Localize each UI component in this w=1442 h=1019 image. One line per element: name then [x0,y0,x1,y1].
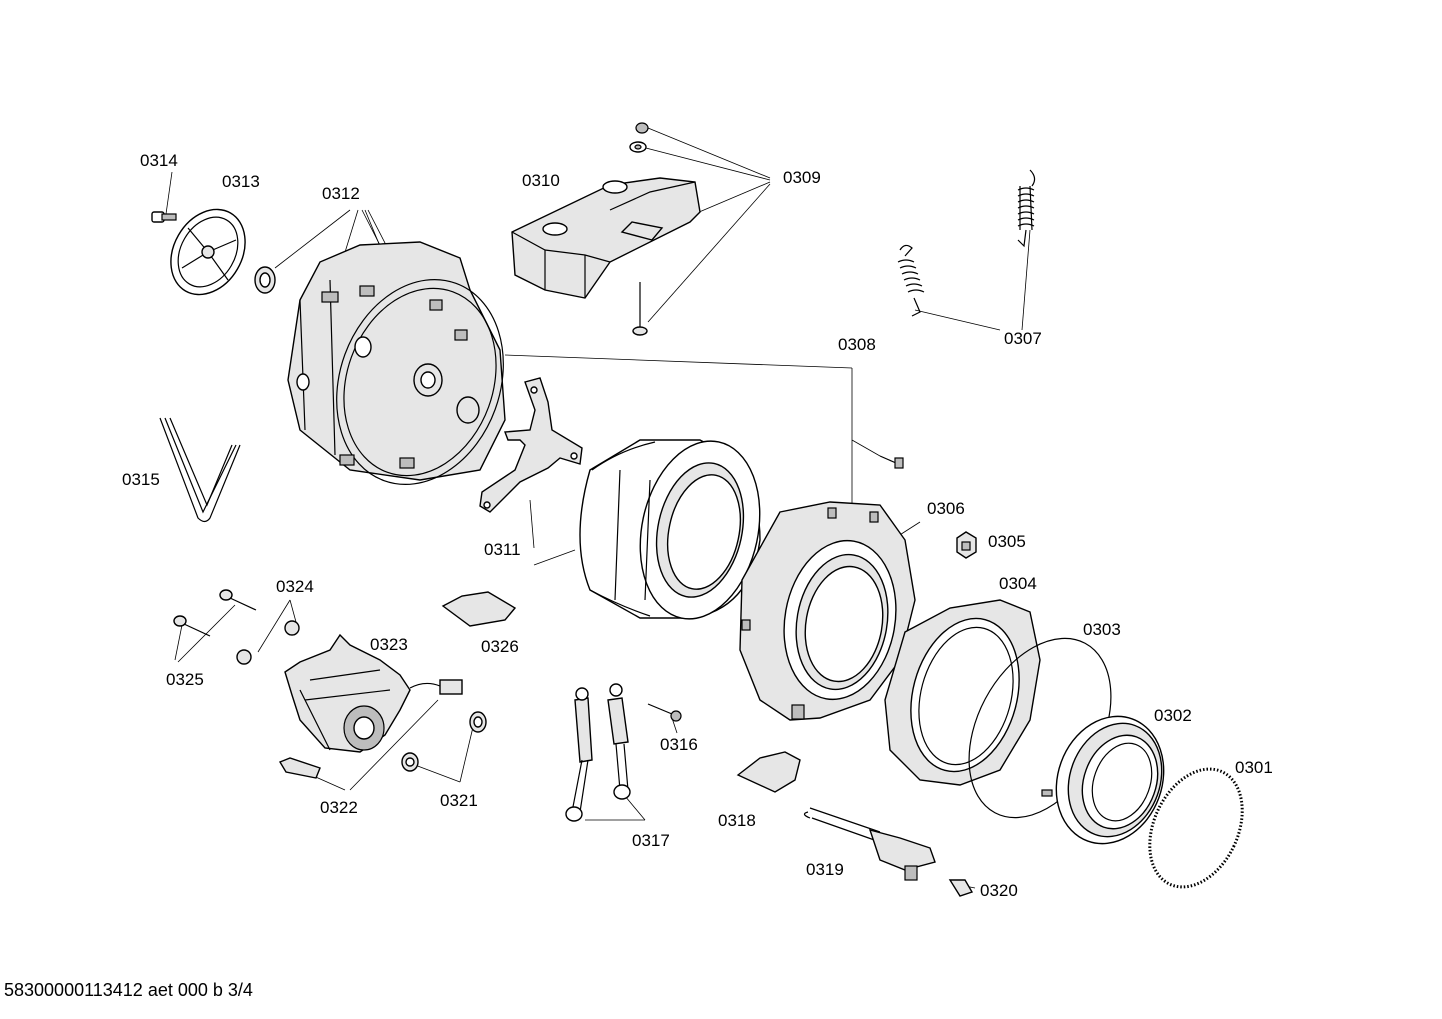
part-0301-spring-ring [1148,767,1244,889]
part-0314-screw [151,211,177,223]
part-0312-bearing [254,266,276,294]
label-0307: 0307 [1004,329,1042,348]
label-0313: 0313 [222,172,260,191]
label-0321: 0321 [440,791,478,810]
label-0303: 0303 [1083,620,1121,639]
part-0324-0325-screws [173,589,300,665]
label-0325: 0325 [166,670,204,689]
label-0312: 0312 [322,184,360,203]
part-0304-front-cover [884,599,1041,786]
label-0308: 0308 [838,335,876,354]
part-0311-drum-spider [479,377,583,513]
label-0318: 0318 [718,811,756,830]
label-0317: 0317 [632,831,670,850]
label-0326: 0326 [481,637,519,656]
document-code: 58300000113412 aet 000 b 3/4 [4,980,253,1000]
label-0310: 0310 [522,171,560,190]
part-0321-bushings [401,711,487,772]
label-0301: 0301 [1235,758,1273,777]
label-0319: 0319 [806,860,844,879]
part-0302-door-seal [1055,715,1165,845]
label-0323: 0323 [370,635,408,654]
label-0316: 0316 [660,735,698,754]
part-0309-hardware [620,122,664,336]
part-0316-pin [647,703,682,722]
part-0307-springs [897,169,1036,317]
part-0310-counterweight [511,177,701,299]
part-rear-tub [287,241,506,485]
label-0304: 0304 [999,574,1037,593]
label-0324: 0324 [276,577,314,596]
label-0306: 0306 [927,499,965,518]
label-0314: 0314 [140,151,178,170]
part-0313-pulley [170,208,246,296]
part-0318-sensor [736,751,801,793]
part-0319-heater [803,807,936,881]
part-0315-drive-belt [159,417,241,523]
part-0320-temperature-sensor [948,879,974,897]
part-0305-nut [956,531,977,559]
part-0317-dampers [565,683,631,822]
label-0309: 0309 [783,168,821,187]
label-0315: 0315 [122,470,160,489]
label-0322: 0322 [320,798,358,817]
label-0311: 0311 [484,540,521,559]
part-0306-front-tub [739,501,916,721]
part-0323-motor [278,633,463,779]
label-0305: 0305 [988,532,1026,551]
label-0320: 0320 [980,881,1018,900]
part-drum [579,439,761,620]
part-0326-bracket [441,591,517,627]
label-0302: 0302 [1154,706,1192,725]
part-labels: 0314 0313 0312 0310 0309 0307 0308 0315 … [122,151,1273,900]
part-0308-screw [879,455,904,469]
